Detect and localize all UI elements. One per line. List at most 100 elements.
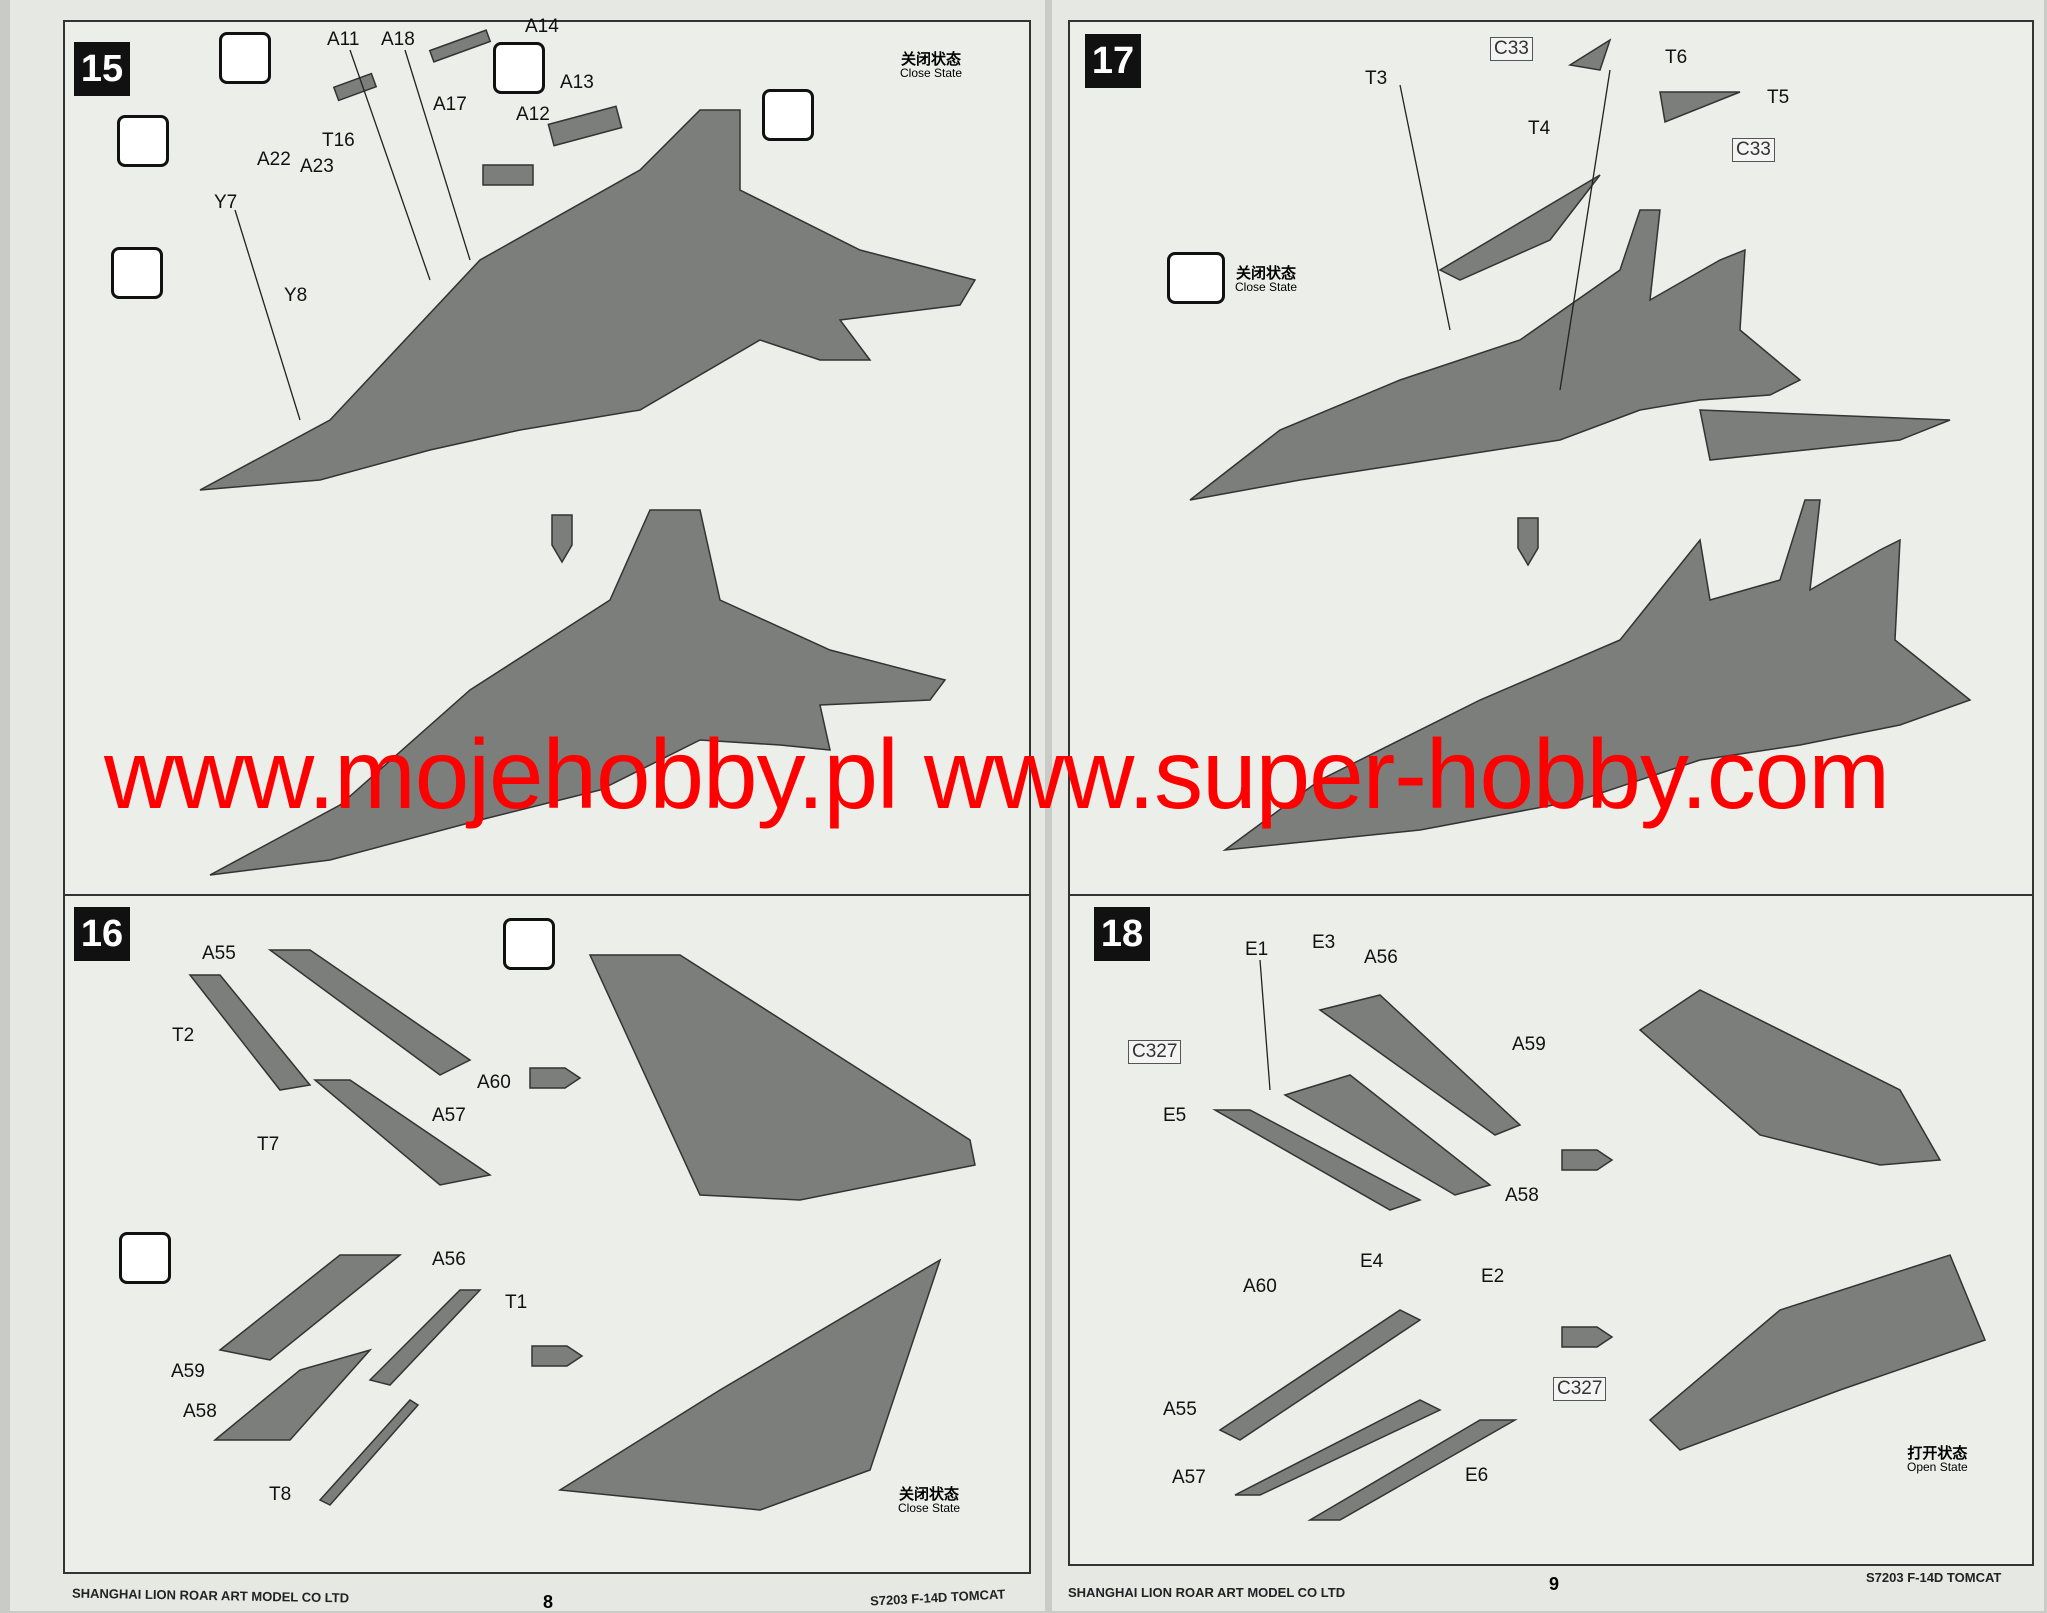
right-arrow-18b xyxy=(1561,1326,1614,1348)
part-a57-18 xyxy=(1234,1399,1442,1496)
watermark: www.mojehobby.pl www.super-hobby.com xyxy=(104,719,1890,829)
part-label: A23 xyxy=(300,156,334,177)
part-label: A60 xyxy=(1243,1276,1277,1297)
part-a14 xyxy=(428,29,492,63)
part-label: A56 xyxy=(432,1249,466,1270)
step-18-panel xyxy=(1068,894,2034,1566)
wing-lower-16 xyxy=(557,1258,942,1511)
state-en: Open State xyxy=(1907,1460,1968,1474)
leader-line xyxy=(234,209,301,421)
cement-glue-icon xyxy=(119,1232,171,1284)
part-e5 xyxy=(1212,1109,1422,1211)
state-cn: 关闭状态 xyxy=(901,51,962,68)
part-label: E4 xyxy=(1360,1251,1384,1272)
part-a58 xyxy=(212,1348,373,1441)
state-en: Close State xyxy=(898,1501,961,1515)
part-label: T16 xyxy=(322,130,355,151)
part-label: A18 xyxy=(381,29,415,50)
part-t2 xyxy=(188,974,312,1091)
page-number: 8 xyxy=(543,1592,554,1612)
part-label: A12 xyxy=(516,104,550,125)
cement-glue-icon xyxy=(111,247,163,299)
part-t6 xyxy=(1567,38,1612,71)
step-number-18: 18 xyxy=(1094,907,1150,961)
part-a12 xyxy=(482,164,534,186)
part-a55-18 xyxy=(1218,1309,1422,1441)
part-label: A13 xyxy=(560,72,594,93)
part-label: T3 xyxy=(1365,68,1388,89)
flap-upper-18 xyxy=(1638,989,1942,1166)
part-t5 xyxy=(1659,91,1741,124)
part-a56 xyxy=(218,1254,403,1361)
leader-line xyxy=(1559,69,1611,391)
cement-glue-icon xyxy=(117,115,169,167)
leader-line xyxy=(404,49,471,261)
cement-glue-icon xyxy=(493,42,545,94)
right-arrow-18a xyxy=(1561,1149,1614,1171)
part-label: E1 xyxy=(1245,939,1269,960)
right-arrow-16b xyxy=(531,1345,584,1367)
leader-line xyxy=(1399,84,1451,331)
wing-right-17 xyxy=(1699,409,1951,461)
right-arrow-16a xyxy=(529,1067,582,1089)
part-label: C327 xyxy=(1553,1377,1607,1401)
part-label: Y7 xyxy=(214,192,238,213)
page-number: 9 xyxy=(1549,1574,1560,1594)
part-label: E6 xyxy=(1465,1465,1489,1486)
part-label: E2 xyxy=(1481,1266,1505,1287)
part-a56-18 xyxy=(1318,994,1522,1136)
state-en: Close State xyxy=(900,66,963,80)
step-number-16: 16 xyxy=(74,907,130,961)
part-label: A60 xyxy=(477,1072,511,1093)
part-label: A59 xyxy=(171,1361,205,1382)
part-label: A17 xyxy=(433,94,467,115)
part-a58-18 xyxy=(1283,1074,1492,1196)
part-label: A55 xyxy=(202,943,236,964)
state-cn: 关闭状态 xyxy=(1236,265,1297,282)
wing-17 xyxy=(1438,174,1601,281)
wing-upper-16 xyxy=(588,954,976,1201)
part-label: A58 xyxy=(183,1401,217,1422)
part-label: T8 xyxy=(269,1484,292,1505)
part-t8 xyxy=(318,1399,420,1506)
footer-model-code: S7203 F-14D TOMCAT xyxy=(1866,1570,2002,1585)
part-label: A14 xyxy=(525,16,559,37)
part-label: T2 xyxy=(172,1025,195,1046)
leader-line xyxy=(1259,959,1271,1091)
step-number-17: 17 xyxy=(1085,34,1141,88)
part-a11 xyxy=(332,72,378,102)
part-label: T6 xyxy=(1665,47,1688,68)
part-label: C33 xyxy=(1732,138,1775,162)
footer-company: SHANGHAI LION ROAR ART MODEL CO LTD xyxy=(1068,1585,1346,1600)
part-label: C33 xyxy=(1490,37,1533,61)
part-label: T4 xyxy=(1528,118,1551,139)
aircraft-upper-17 xyxy=(1189,209,1802,501)
part-label: A22 xyxy=(257,149,291,170)
step-number-15: 15 xyxy=(74,42,130,96)
part-label: A57 xyxy=(432,1105,466,1126)
part-e6 xyxy=(1307,1419,1518,1521)
part-label: E3 xyxy=(1312,932,1336,953)
aircraft-lower-15 xyxy=(209,509,947,876)
part-label: T7 xyxy=(257,1134,280,1155)
cement-glue-icon xyxy=(503,918,555,970)
part-label: E5 xyxy=(1163,1105,1187,1126)
aircraft-upper-15 xyxy=(199,109,977,491)
state-en: Close State xyxy=(1235,280,1298,294)
part-a55 xyxy=(267,949,472,1076)
part-t1 xyxy=(368,1289,482,1386)
aircraft-lower-17 xyxy=(1222,499,1972,852)
part-a57 xyxy=(312,1079,492,1186)
part-label: A56 xyxy=(1364,947,1398,968)
part-label: A58 xyxy=(1505,1185,1539,1206)
part-label: A57 xyxy=(1172,1467,1206,1488)
part-label: T5 xyxy=(1767,87,1790,108)
flap-lower-18 xyxy=(1648,1254,1986,1451)
down-arrow-15 xyxy=(551,514,573,564)
part-a13 xyxy=(547,105,623,147)
part-label: A11 xyxy=(327,29,360,50)
